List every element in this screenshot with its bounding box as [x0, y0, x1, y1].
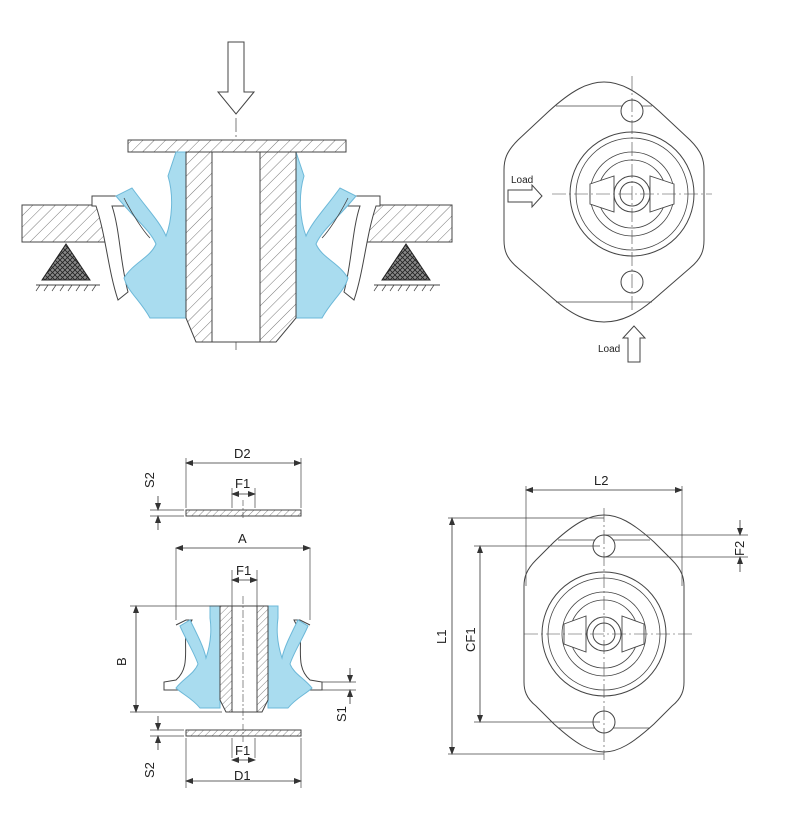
- housing-left: [91, 195, 129, 301]
- dim-s1: S1: [334, 706, 349, 722]
- dimensioned-section: D2 F1 S2 A F1 B: [114, 446, 356, 788]
- dim-b: B: [114, 657, 129, 666]
- dim-a: A: [238, 531, 247, 546]
- rubber-right-dimensioned: [267, 605, 313, 709]
- dim-l2: L2: [594, 473, 608, 488]
- dim-f2: F2: [732, 541, 747, 556]
- dim-f1-bottom: F1: [235, 743, 250, 758]
- housing-right: [343, 195, 381, 301]
- washer-top: [185, 509, 302, 517]
- dimensioned-plan-view: L2 F2 L1 CF1: [434, 473, 748, 760]
- rubber-left-dimensioned: [175, 605, 221, 709]
- washer-bottom: [185, 729, 302, 737]
- dim-f1-top: F1: [235, 476, 250, 491]
- dim-s2-top: S2: [142, 472, 157, 488]
- side-load-arrow: [507, 183, 543, 209]
- dim-l1: L1: [434, 630, 449, 644]
- dim-d2: D2: [234, 446, 251, 461]
- dim-d1: D1: [234, 768, 251, 783]
- bottom-load-arrow: [621, 325, 647, 363]
- section-view-loaded: [21, 41, 453, 350]
- support-left: [41, 243, 91, 281]
- support-right: [381, 243, 431, 281]
- bottom-load-label: Load: [598, 344, 620, 355]
- dim-s2-bottom: S2: [142, 762, 157, 778]
- bore: [211, 151, 261, 343]
- dim-f1-mid: F1: [236, 563, 251, 578]
- dim-cf1: CF1: [463, 627, 478, 652]
- top-washer: [127, 139, 347, 153]
- plan-view-loaded: Load Load: [503, 76, 712, 363]
- frame-plate-right: [359, 204, 453, 243]
- rubber-element-left: [115, 151, 187, 319]
- side-load-label: Load: [511, 175, 533, 186]
- frame-plate-left: [21, 204, 111, 243]
- vertical-load-arrow: [216, 41, 256, 115]
- rubber-element-right: [285, 151, 357, 319]
